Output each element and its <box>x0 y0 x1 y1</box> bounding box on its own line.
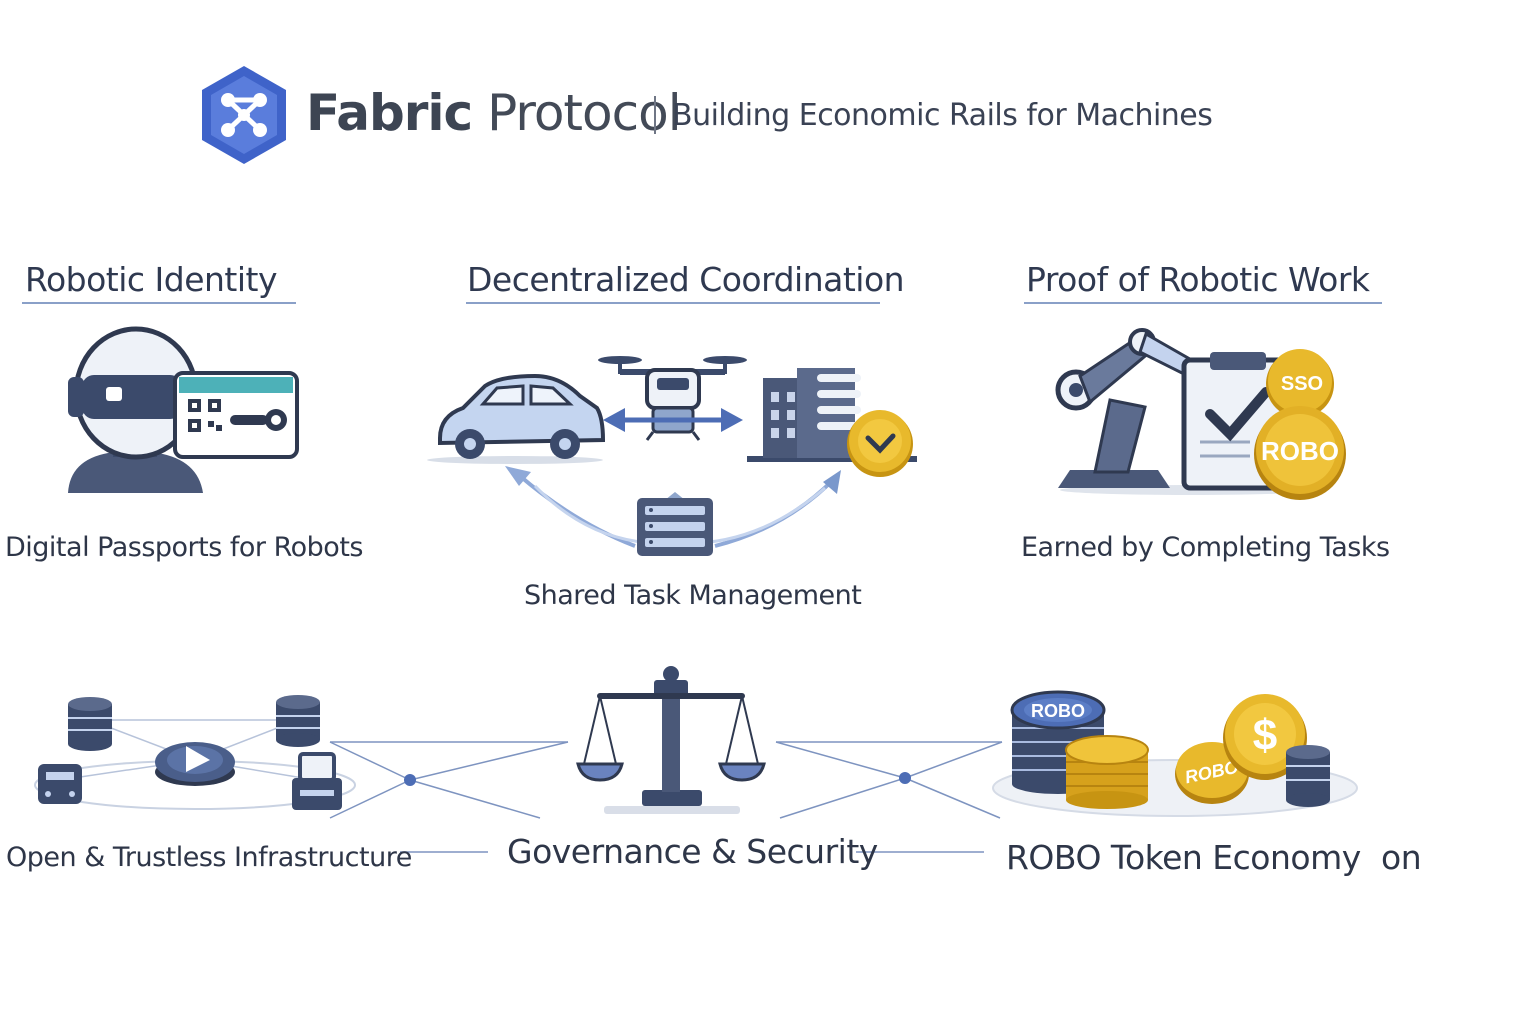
stack-label: ROBO <box>1031 701 1085 721</box>
brand-hex-logo-icon <box>202 66 286 164</box>
heading-rule-work <box>1024 302 1382 304</box>
brand-name: Fabric Protocol <box>306 82 682 144</box>
database-icon-left <box>68 697 112 751</box>
caption-earned-by-completing: Earned by Completing Tasks <box>1021 532 1390 563</box>
heading-proof-of-robotic-work: Proof of Robotic Work <box>1026 260 1370 299</box>
double-arrow-icon <box>603 408 743 432</box>
header-divider <box>654 96 656 134</box>
device-icon-left <box>38 764 82 804</box>
coin-label-front: ROBO <box>1261 436 1339 466</box>
database-icon-small <box>1286 745 1330 807</box>
label-truncated-fragment: on <box>1381 838 1422 877</box>
dollar-symbol: $ <box>1253 711 1277 760</box>
robo-coin-icon: SSO ROBO <box>1254 349 1346 500</box>
caption-shared-task-management: Shared Task Management <box>524 580 862 611</box>
robot-head-icon <box>68 326 203 493</box>
database-icon-right <box>276 695 320 747</box>
robot-arm-clipboard-icon: SSO ROBO <box>1055 328 1346 500</box>
car-icon <box>427 373 606 464</box>
label-governance-security: Governance & Security <box>507 832 878 871</box>
drone-icon <box>598 356 747 441</box>
play-hub-icon <box>155 742 235 786</box>
heading-rule-coordination <box>466 302 880 304</box>
infrastructure-cluster <box>34 695 356 810</box>
device-icon-right <box>292 752 342 810</box>
scale-icon <box>576 666 766 814</box>
coin-stack-icon: ROBO ROBO $ <box>992 690 1358 817</box>
tagline: Building Economic Rails for Machines <box>672 98 1213 133</box>
coin-label-back: SSO <box>1281 373 1323 395</box>
robot-passport-icon <box>68 326 299 493</box>
heading-decentralized-coordination: Decentralized Coordination <box>467 260 905 299</box>
checkmark-coin-icon <box>847 410 913 477</box>
id-card-icon <box>173 371 299 459</box>
brand-name-bold: Fabric <box>306 84 473 142</box>
building-icon <box>747 368 917 462</box>
label-robo-token-economy: ROBO Token Economy <box>1006 838 1361 877</box>
heading-rule-identity <box>22 302 296 304</box>
coordination-illustration <box>427 356 917 556</box>
heading-robotic-identity: Robotic Identity <box>25 260 278 299</box>
caption-digital-passports: Digital Passports for Robots <box>5 532 363 563</box>
label-open-trustless-infrastructure: Open & Trustless Infrastructure <box>6 842 412 873</box>
brand-name-regular: Protocol <box>487 84 681 142</box>
server-rack-icon <box>637 492 713 556</box>
robot-arm-icon <box>1055 328 1197 488</box>
gold-stack <box>1065 735 1149 809</box>
